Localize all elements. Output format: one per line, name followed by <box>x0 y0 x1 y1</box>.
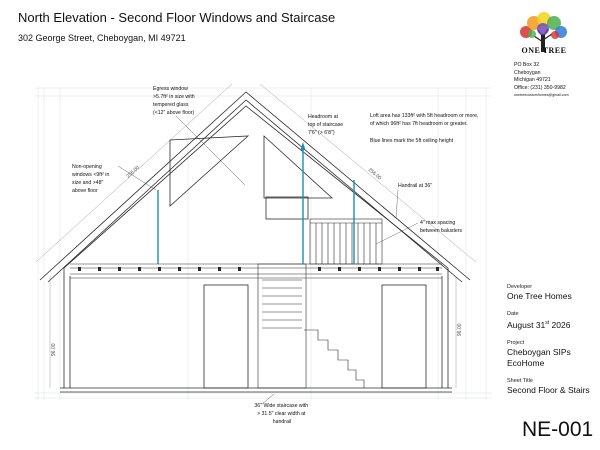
door-right <box>381 284 427 389</box>
contact-po-box: PO Box 32 <box>514 62 540 68</box>
loft-area-annotation: Loft area has 133ft² with 5ft headroom o… <box>370 113 480 127</box>
headroom-arrow-top <box>300 142 306 150</box>
developer-label: Developer <box>507 284 533 290</box>
headroom-annotation: Headroom at top of staircase 7'6" (> 6'8… <box>308 114 345 136</box>
handrail-annotation: Handrail at 36" <box>398 183 432 189</box>
contact-block: PO Box 32 Cheboygan Michigan 49721 Offic… <box>514 62 569 100</box>
door-left <box>203 284 249 389</box>
contact-city: Cheboygan <box>514 69 541 76</box>
staircase <box>257 263 365 389</box>
title-block: Developer One Tree Homes Date August 31s… <box>507 275 590 396</box>
loft-floor-band <box>70 263 442 279</box>
non-opening-window-left <box>169 135 250 207</box>
sheet-title-label: Sheet Title <box>507 377 533 384</box>
roof-dimension-lines <box>35 83 477 263</box>
grid-lines <box>34 87 492 400</box>
contact-email: onetreecustomhomes@gmail.com <box>514 93 569 98</box>
developer-value: One Tree Homes <box>507 291 572 301</box>
logo-wordmark: ONE TREE <box>521 46 567 55</box>
contact-phone: Office: (231) 350-9982 <box>514 84 566 91</box>
sheet-number: NE-001 <box>522 418 594 441</box>
sheet-title-value: Second Floor & Stairs <box>507 384 590 395</box>
page-title: North Elevation - Second Floor Windows a… <box>18 10 336 25</box>
non-opening-annotation: Non-opening windows <9ft² in size and >4… <box>72 164 111 194</box>
doors <box>203 284 427 389</box>
date-value: August 31st 2026 <box>507 319 571 330</box>
leader-lines <box>117 115 419 405</box>
roof-outline <box>39 91 471 283</box>
right-roof-dimension: 256.00 <box>367 167 383 182</box>
floor-joist-marks <box>78 267 439 271</box>
egress-annotation: Egress window >5.7ft² in size with tempe… <box>153 86 196 116</box>
contact-state: Michigan 49721 <box>514 77 551 84</box>
headroom-markers <box>157 148 355 264</box>
staircase-annotation: 36" Wide staircase with > 31.5" clear wi… <box>254 403 309 425</box>
height-dimension-lines <box>49 276 457 388</box>
upper-windows <box>169 135 334 220</box>
right-height-dimension: 96.00 <box>457 323 463 336</box>
left-height-dimension: 96.00 <box>51 343 57 356</box>
non-opening-window-right <box>263 135 334 199</box>
site-address: 302 George Street, Cheboygan, MI 49721 <box>18 33 186 43</box>
date-label: Date <box>507 311 519 317</box>
egress-window <box>265 196 309 220</box>
blue-lines-annotation: Blue lines mark the 5ft ceiling height <box>370 138 454 144</box>
walls <box>60 268 452 393</box>
loft-balustrade <box>309 218 383 265</box>
project-value-line1: Cheboygan SIPs <box>507 346 571 357</box>
project-value-line2: EcoHome <box>507 357 545 368</box>
tree-logo <box>520 12 567 52</box>
baluster-annotation: 4" max spacing between balusters <box>420 220 463 234</box>
project-label: Project <box>507 339 525 346</box>
